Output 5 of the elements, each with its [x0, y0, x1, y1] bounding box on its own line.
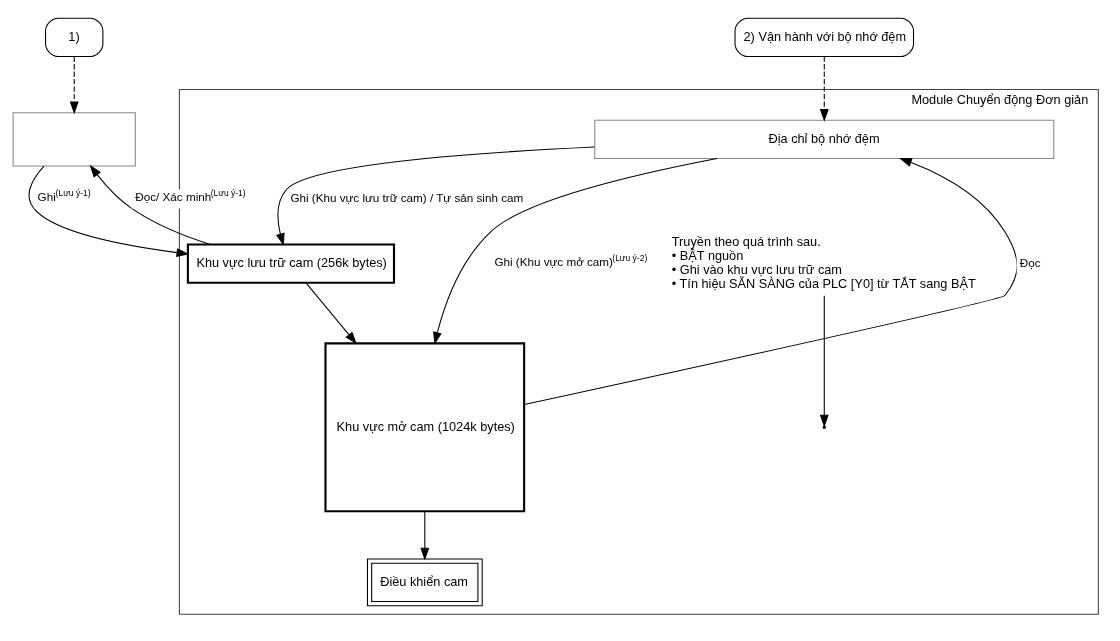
edge-label: Ghi$^{(Lưu ý-1)}$ [37, 187, 91, 203]
node-text: Truyền theo quá trình sau. • BẬT nguồn • Ghi vào khu vực lưu trữ cam • Tín hiệu SẴN SÀNG của PLC [Y0] từ TẮT sang BẬT [671, 234, 976, 291]
edge-label: Ghi (Khu vực mở cam)$^{(Lưu ý-2)}$ [494, 252, 648, 268]
edge-label: Ghi (Khu vực lưu trữ cam) / Tự sản sinh cam [290, 190, 524, 204]
edge-label: Đọc [1019, 255, 1041, 269]
